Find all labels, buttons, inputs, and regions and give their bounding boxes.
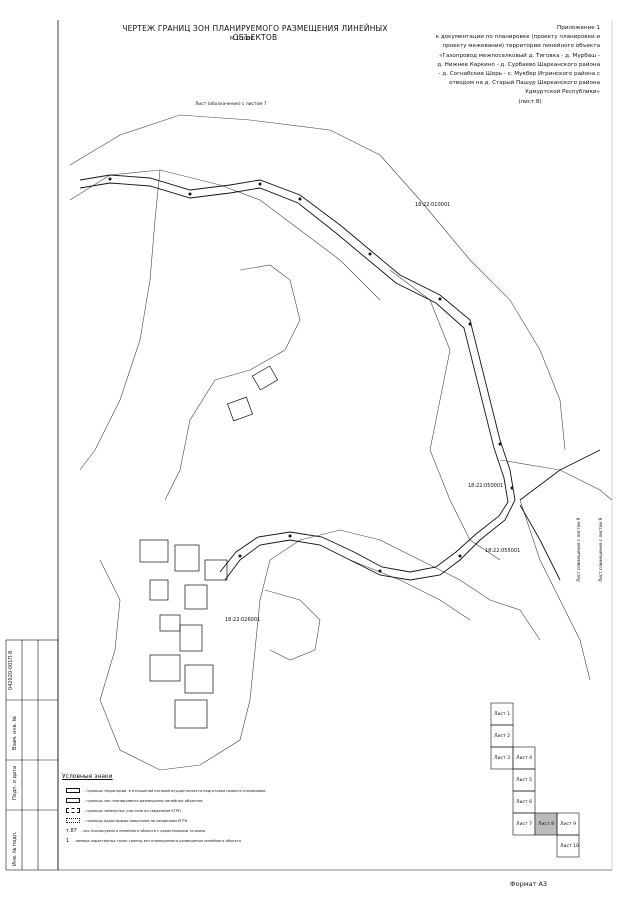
sheet-link-right: Лист совмещения с листом 9 bbox=[598, 517, 603, 582]
sheet-key-label: Лист 3 bbox=[494, 756, 511, 761]
sheet-key-label: Лист 7 bbox=[516, 822, 533, 827]
appendix-line: отводом на д. Старый Пашур Шарканского р… bbox=[449, 80, 600, 87]
sheet-key-label: Лист 9 bbox=[560, 822, 577, 827]
appendix-line: д. Нижнее Каркино - д. Сурбаево Шарканск… bbox=[437, 61, 600, 68]
legend-item: - границы территории, в отношении которо… bbox=[66, 788, 266, 793]
sheet-key-label: Лист 10 bbox=[560, 844, 579, 849]
sheet-key-label: Лист 6 bbox=[516, 800, 533, 805]
legend-symbol bbox=[66, 808, 80, 813]
legend-item: - границы земельных участков по сведения… bbox=[66, 808, 181, 813]
appendix-line: «Газопровод межпоселковый д. Тиговка - д… bbox=[439, 52, 600, 59]
legend-title: Условные знаки bbox=[62, 773, 113, 780]
legend-text: - границы территории, в отношении которо… bbox=[84, 788, 266, 793]
quarter-boundaries bbox=[69, 114, 613, 771]
legend-item: - границы зон планируемого размещения ли… bbox=[66, 798, 202, 803]
stamp-sign: Подп. и дата bbox=[12, 765, 18, 800]
parcel-label: 18:22:026001 bbox=[225, 617, 261, 623]
appendix-line: к документации по планировке (проекту пл… bbox=[435, 34, 600, 41]
legend-item: т.87 - ось планируемого линейного объект… bbox=[66, 828, 205, 834]
sheet-key-label: Лист 1 bbox=[494, 712, 511, 717]
appendix-block: Приложение 1 к документации по планировк… bbox=[400, 24, 600, 107]
legend-text: - ось планируемого линейного объекта с х… bbox=[80, 829, 206, 833]
legend-text: - номера характерных точек границ зон пл… bbox=[73, 839, 242, 843]
sheet-key-grid bbox=[490, 702, 580, 858]
stamp-code: 042020-001П-8 bbox=[8, 650, 14, 690]
sheet-key-label: Лист 4 bbox=[516, 756, 533, 761]
sheet-link-top: Лист (обозначение) с листом 7 bbox=[195, 102, 267, 107]
sheet-key-label: Лист 2 bbox=[494, 734, 511, 739]
legend-item: - границы кадастровых кварталов по сведе… bbox=[66, 818, 187, 823]
appendix-line: проекту межевания) территории линейного … bbox=[442, 43, 601, 50]
buildings bbox=[139, 365, 279, 729]
sheet-key-label: Лист 8 bbox=[538, 822, 555, 827]
legend-symbol bbox=[66, 788, 80, 793]
format-label: Формат А3 bbox=[510, 880, 548, 888]
legend-text: - границы зон планируемого размещения ли… bbox=[84, 798, 203, 803]
legend-symbol bbox=[66, 798, 80, 803]
appendix-line: (лист 8) bbox=[518, 98, 542, 105]
map-title: ЧЕРТЕЖ ГРАНИЦ ЗОН ПЛАНИРУЕМОГО РАЗМЕЩЕНИ… bbox=[122, 24, 388, 42]
sheet-key-label: Лист 5 bbox=[516, 778, 533, 783]
legend-item: 1 - номера характерных точек границ зон … bbox=[66, 838, 241, 844]
parcel-label: 18:22:010001 bbox=[415, 202, 451, 208]
appendix-line: Приложение 1 bbox=[557, 25, 600, 31]
legend-symbol bbox=[66, 818, 80, 823]
legend-marker-label: 1 bbox=[66, 838, 70, 844]
legend-text: - границы земельных участков по сведения… bbox=[84, 808, 181, 813]
side-stamp-frame bbox=[5, 639, 59, 871]
parcel-label: 18:22:050001 bbox=[468, 483, 504, 489]
sheet-link-right: Лист совмещения с листом 9 bbox=[576, 517, 581, 582]
map-scale: М 1:1000 bbox=[230, 36, 254, 42]
stamp-inv: Инв. № подл. bbox=[12, 831, 18, 867]
stamp-replace: Взам. инв. № bbox=[12, 716, 18, 750]
pipeline-corridor bbox=[79, 174, 601, 581]
appendix-line: Удмуртской Республики» bbox=[525, 89, 600, 96]
legend-marker-label: т.87 bbox=[66, 828, 77, 834]
appendix-line: - д. Согнабские Шорь - с. Мукбер Игринск… bbox=[438, 71, 600, 78]
axis-points bbox=[108, 177, 514, 573]
legend-text: - границы кадастровых кварталов по сведе… bbox=[84, 818, 188, 823]
parcel-label: 18:22:055001 bbox=[485, 548, 521, 554]
